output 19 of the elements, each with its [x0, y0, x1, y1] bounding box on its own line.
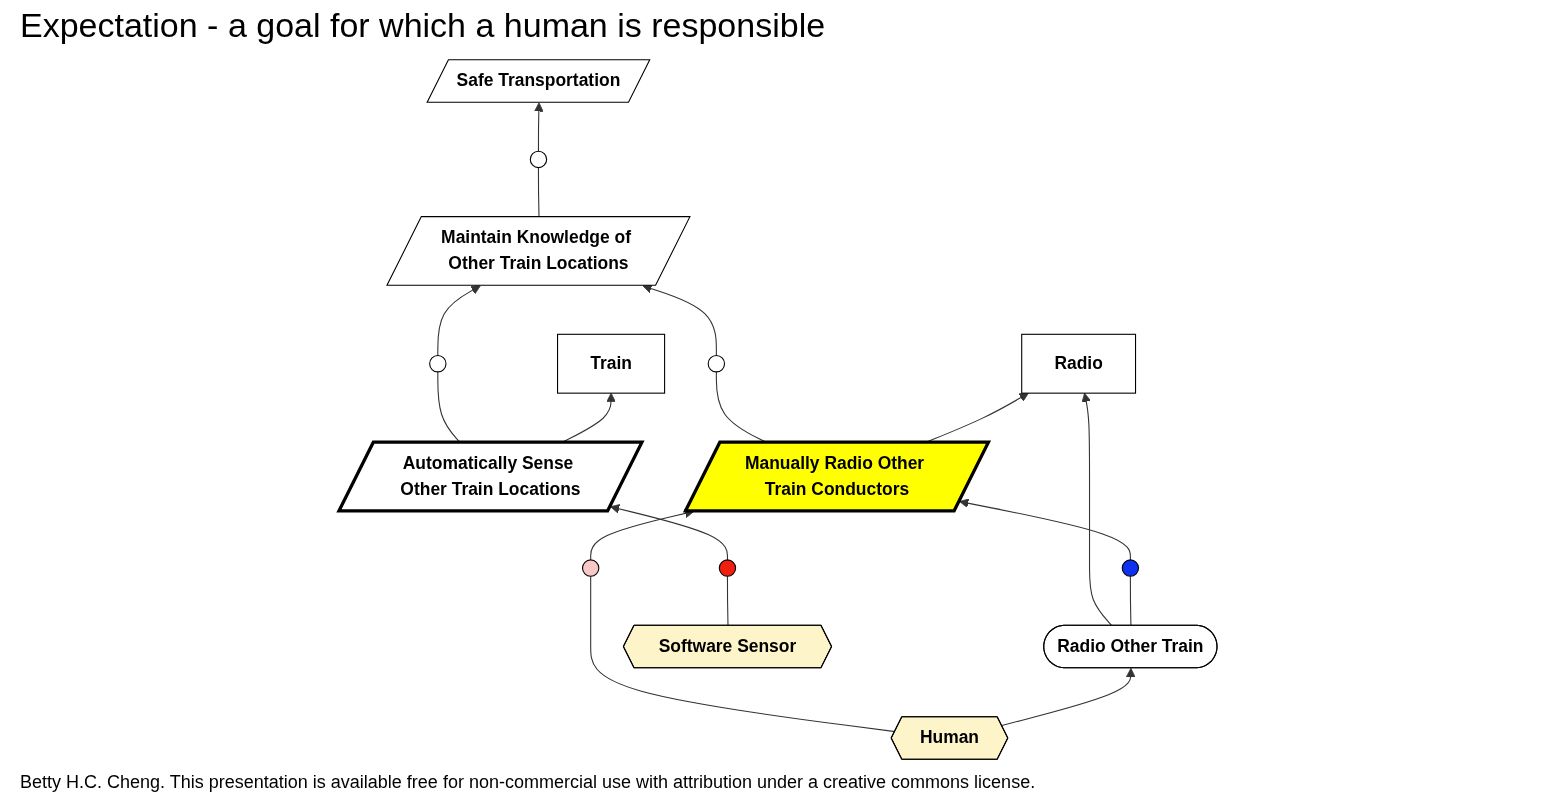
caption: Betty H.C. Cheng. This presentation is available free for non-commercial use with attribution under a creative commons license.	[20, 772, 1037, 793]
node-box: Radio	[1021, 333, 1137, 394]
node-circle	[718, 559, 737, 577]
connector	[590, 575, 896, 733]
node-circle	[1121, 559, 1140, 577]
node-circle	[707, 355, 726, 373]
arrow	[437, 285, 481, 357]
node-circle	[429, 355, 447, 373]
arrow	[534, 102, 544, 152]
arrow	[1081, 392, 1113, 627]
connector	[726, 575, 729, 627]
node-circle	[581, 559, 600, 577]
node-box: Train	[557, 333, 666, 394]
slide-title: Expectation - a goal for which a human is responsible	[20, 6, 827, 45]
node-circle	[529, 150, 548, 169]
arrow	[1001, 667, 1136, 727]
arrow	[610, 504, 728, 561]
arrow	[959, 498, 1131, 561]
connector	[1129, 575, 1132, 627]
